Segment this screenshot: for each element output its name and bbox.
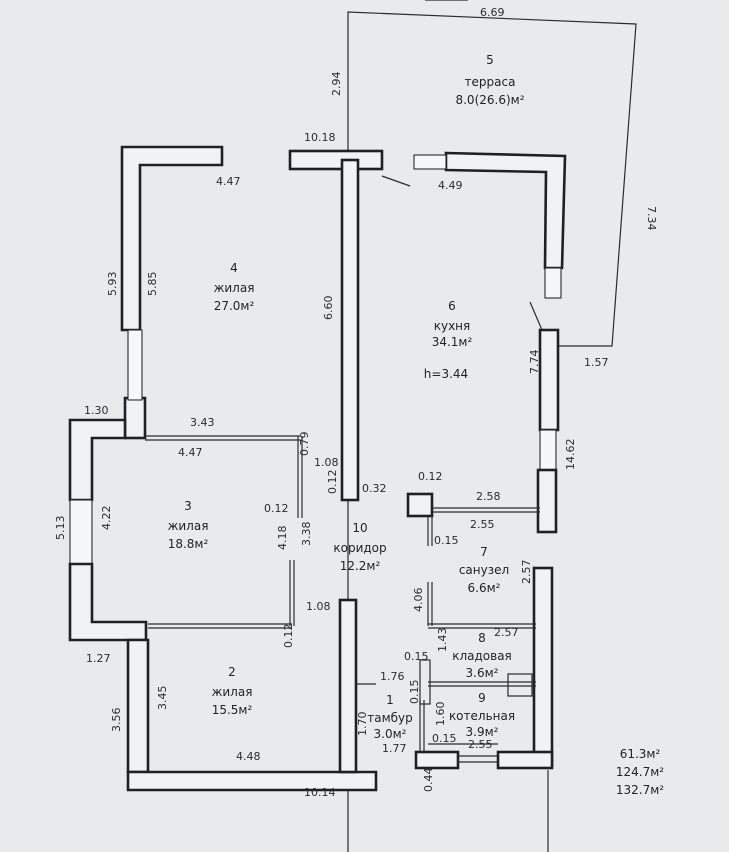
room-3-number: 3 — [184, 499, 192, 513]
dim-2-55-b: 2.55 — [468, 738, 493, 751]
room-6-number: 6 — [448, 299, 456, 313]
dim-1-57: 1.57 — [584, 356, 609, 369]
dim-2-57-a: 2.57 — [520, 560, 533, 585]
room-8-number: 8 — [478, 631, 486, 645]
interior-walls — [145, 175, 543, 763]
dim-left-5-93: 5.93 — [106, 272, 119, 297]
dim-room4-depth: 6.60 — [322, 296, 335, 321]
dim-4-18: 4.18 — [276, 526, 289, 551]
dim-0-12-b: 0.12 — [418, 470, 443, 483]
dim-terrace-width: 6.69 — [480, 6, 505, 19]
room-3-area: 18.8м² — [168, 537, 209, 551]
dim-room2-width: 4.48 — [236, 750, 261, 763]
room-1-area: 3.0м² — [374, 727, 407, 741]
dim-1-30: 1.30 — [84, 404, 109, 417]
area-totals: 61.3м² 124.7м² 132.7м² — [616, 747, 664, 797]
dim-terrace-side: 7.34 — [645, 206, 658, 231]
dim-4-06: 4.06 — [412, 588, 425, 613]
room-9-number: 9 — [478, 691, 486, 705]
room-7-area: 6.6м² — [468, 581, 501, 595]
dim-0-15-a: 0.15 — [434, 534, 459, 547]
dim-3-45: 3.45 — [156, 686, 169, 711]
dim-3-43: 3.43 — [190, 416, 215, 429]
total-general: 124.7м² — [616, 765, 664, 779]
room-10-area: 12.2м² — [340, 559, 381, 573]
dim-0-44: 0.44 — [422, 768, 435, 793]
dim-4-22: 4.22 — [100, 506, 113, 531]
room-4-number: 4 — [230, 261, 238, 275]
dim-left-5-85: 5.85 — [146, 272, 159, 297]
room-9-name: котельная — [449, 709, 515, 723]
dim-2-55-a: 2.55 — [470, 518, 495, 531]
dim-0-12-c: 0.12 — [264, 502, 289, 515]
room-10-number: 10 — [352, 521, 367, 535]
room-1-name: тамбур — [367, 711, 413, 725]
room-4-name: жилая — [214, 281, 255, 295]
dim-0-12-a: 0.12 — [326, 470, 339, 495]
exterior-walls — [68, 145, 567, 792]
dim-1-43: 1.43 — [436, 628, 449, 653]
dim-room3-width: 4.47 — [178, 446, 203, 459]
dim-1-76: 1.76 — [380, 670, 405, 683]
dim-kitchen-depth: 7.74 — [528, 350, 541, 375]
total-with-terrace: 132.7м² — [616, 783, 664, 797]
dim-0-79: 0.79 — [298, 432, 311, 457]
dim-2-58: 2.58 — [476, 490, 501, 503]
room-1-number: 1 — [386, 693, 394, 707]
dimension-labels: 6.69 2.94 7.34 10.18 4.47 4.49 5.93 5.85… — [54, 6, 658, 799]
dim-house-bottom: 10.14 — [304, 786, 336, 799]
room-labels: 5 терраса 8.0(26.6)м² 4 жилая 27.0м² 6 к… — [168, 53, 525, 741]
room-2-area: 15.5м² — [212, 703, 253, 717]
room-7-name: санузел — [459, 563, 509, 577]
dim-0-15-b: 0.15 — [404, 650, 429, 663]
dim-1-77: 1.77 — [382, 742, 407, 755]
room-2-name: жилая — [212, 685, 253, 699]
room-5-number: 5 — [486, 53, 494, 67]
room-5-area: 8.0(26.6)м² — [455, 93, 524, 107]
dim-5-13: 5.13 — [54, 516, 67, 541]
room-6-name: кухня — [434, 319, 471, 333]
room-8-area: 3.6м² — [466, 666, 499, 680]
dim-terrace-depth: 2.94 — [330, 72, 343, 97]
dim-0-15-d: 0.15 — [432, 732, 457, 745]
room-5-name: терраса — [465, 75, 516, 89]
dim-1-60: 1.60 — [434, 702, 447, 727]
dim-0-12-d: 0.12 — [282, 624, 295, 649]
dim-kitchen-width: 4.49 — [438, 179, 463, 192]
ceiling-height: h=3.44 — [424, 367, 468, 381]
dim-0-32: 0.32 — [362, 482, 387, 495]
room-2-number: 2 — [228, 665, 236, 679]
dim-3-56: 3.56 — [110, 708, 123, 733]
room-9-area: 3.9м² — [466, 725, 499, 739]
room-10-name: коридор — [333, 541, 386, 555]
dim-3-38: 3.38 — [300, 522, 313, 547]
dim-1-08-top: 1.08 — [314, 456, 339, 469]
dim-1-08-bottom: 1.08 — [306, 600, 331, 613]
dim-14-62: 14.62 — [564, 439, 577, 471]
room-7-number: 7 — [480, 545, 488, 559]
dim-2-57-b: 2.57 — [494, 626, 519, 639]
room-4-area: 27.0м² — [214, 299, 255, 313]
dim-0-15-c: 0.15 — [408, 680, 421, 705]
room-8-name: кладовая — [452, 649, 512, 663]
total-living: 61.3м² — [620, 747, 661, 761]
room-3-name: жилая — [168, 519, 209, 533]
room-6-area: 34.1м² — [432, 335, 473, 349]
dim-room4-width: 4.47 — [216, 175, 241, 188]
dim-1-27: 1.27 — [86, 652, 111, 665]
dim-1-70: 1.70 — [356, 712, 369, 737]
dim-house-top: 10.18 — [304, 131, 336, 144]
